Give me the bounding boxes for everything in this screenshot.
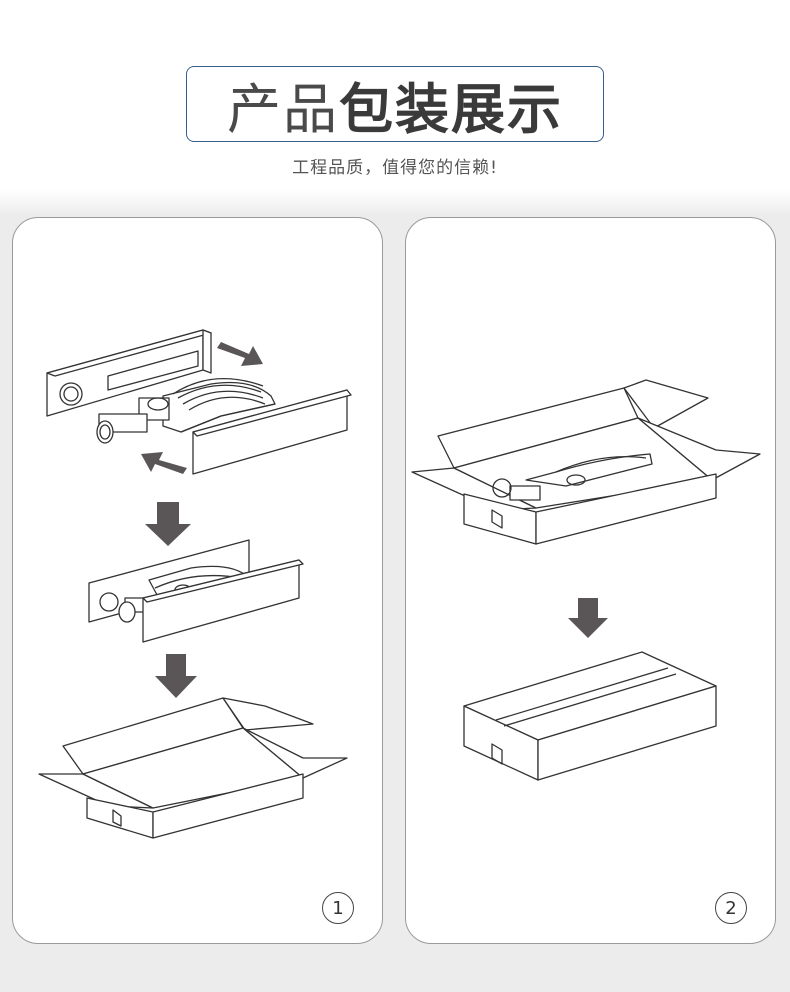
packing-illustration-step-1 <box>38 329 352 839</box>
step-panel-1: 1 <box>12 217 383 944</box>
open-carton-box <box>38 697 348 839</box>
down-arrow-icon <box>145 502 191 546</box>
carton-with-light-inside <box>411 379 761 545</box>
down-arrow-icon <box>155 654 197 698</box>
closed-carton-box <box>463 651 717 781</box>
down-arrow-icon <box>568 598 608 638</box>
foam-with-light-assembled <box>88 539 304 643</box>
page-subtitle: 工程品质，值得您的信赖! <box>292 158 498 178</box>
page-title-light: 产品 <box>227 77 339 141</box>
step-number-badge: 2 <box>715 892 747 924</box>
packing-illustration-step-2 <box>411 379 761 781</box>
slide-arrows <box>141 342 263 474</box>
foam-block-back <box>46 329 212 417</box>
step-number-badge: 1 <box>322 892 354 924</box>
step-panel-2: 2 <box>405 217 776 944</box>
page-title-bold: 包装展示 <box>339 77 563 141</box>
foam-block-front <box>192 389 352 475</box>
title-box: 产品 包装展示 <box>186 66 604 142</box>
street-light-fixture <box>96 377 276 444</box>
